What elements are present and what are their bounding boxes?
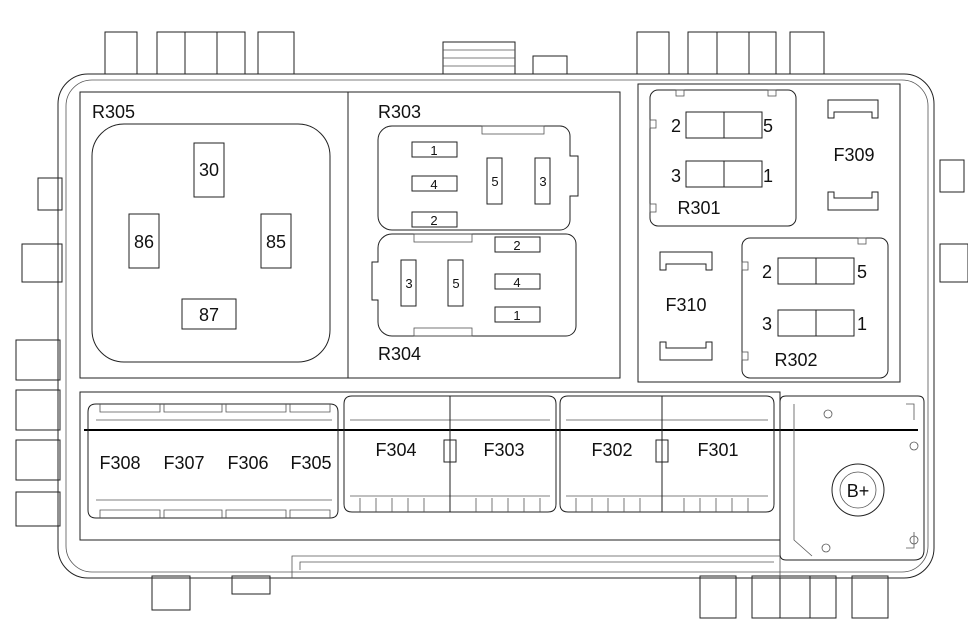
relay-panel-left <box>79 91 621 379</box>
fuse-f306-label[interactable]: F306 <box>227 453 268 473</box>
r301-pin-5: 5 <box>763 116 773 136</box>
fuse-f309[interactable]: F309 <box>827 99 879 211</box>
r305-pin-30: 30 <box>199 160 219 180</box>
r303-pin-5: 5 <box>491 174 498 189</box>
battery-positive-terminal[interactable]: B+ <box>831 463 885 517</box>
r303-pin-4: 4 <box>430 177 437 192</box>
fuse-f301-label[interactable]: F301 <box>697 440 738 460</box>
r304-pin-2: 2 <box>513 238 520 253</box>
r301-pin-2: 2 <box>671 116 681 136</box>
fuse-f302-label[interactable]: F302 <box>591 440 632 460</box>
relay-r301-label: R301 <box>677 198 720 218</box>
relay-r304[interactable]: 2 4 1 3 5 R304 <box>371 233 577 364</box>
relay-r305-label: R305 <box>92 102 135 122</box>
relay-r302[interactable]: 2 5 3 1 R302 <box>741 237 889 379</box>
fuse-f305-label[interactable]: F305 <box>290 453 331 473</box>
relay-r305[interactable]: R305 30 86 85 87 <box>91 102 331 363</box>
fuse-f309-label: F309 <box>833 145 874 165</box>
fuse-f310[interactable]: F310 <box>659 251 713 361</box>
r304-pin-3: 3 <box>405 276 412 291</box>
r301-pin-1: 1 <box>763 166 773 186</box>
fuse-f308-label[interactable]: F308 <box>99 453 140 473</box>
terminal-b-plus-label: B+ <box>847 481 870 501</box>
fuse-f303-label[interactable]: F303 <box>483 440 524 460</box>
r304-pin-5: 5 <box>452 276 459 291</box>
relay-r301[interactable]: 2 5 3 1 R301 <box>649 89 797 227</box>
relay-r303[interactable]: R303 1 4 2 5 3 <box>377 102 579 231</box>
maxi-fuse-block-left <box>343 395 557 513</box>
maxi-fuse-block-right <box>559 395 775 513</box>
fuse-f304-label[interactable]: F304 <box>375 440 416 460</box>
r303-pin-3: 3 <box>539 174 546 189</box>
relay-panel-right <box>637 83 901 383</box>
r302-pin-2: 2 <box>762 262 772 282</box>
r303-pin-2: 2 <box>430 213 437 228</box>
r302-pin-5: 5 <box>857 262 867 282</box>
r305-pin-87: 87 <box>199 305 219 325</box>
r302-pin-1: 1 <box>857 314 867 334</box>
r304-pin-4: 4 <box>513 275 520 290</box>
r304-pin-1: 1 <box>513 308 520 323</box>
relay-r302-label: R302 <box>774 350 817 370</box>
r302-pin-3: 3 <box>762 314 772 334</box>
fuse-f307-label[interactable]: F307 <box>163 453 204 473</box>
relay-r303-label: R303 <box>378 102 421 122</box>
mini-fuse-block <box>87 403 339 519</box>
housing-outline <box>57 73 935 579</box>
r305-pin-85: 85 <box>266 232 286 252</box>
r305-pin-86: 86 <box>134 232 154 252</box>
fuse-f310-label: F310 <box>665 295 706 315</box>
battery-terminal-block <box>779 395 925 561</box>
r301-pin-3: 3 <box>671 166 681 186</box>
r303-pin-1: 1 <box>430 143 437 158</box>
relay-r304-label: R304 <box>378 344 421 364</box>
